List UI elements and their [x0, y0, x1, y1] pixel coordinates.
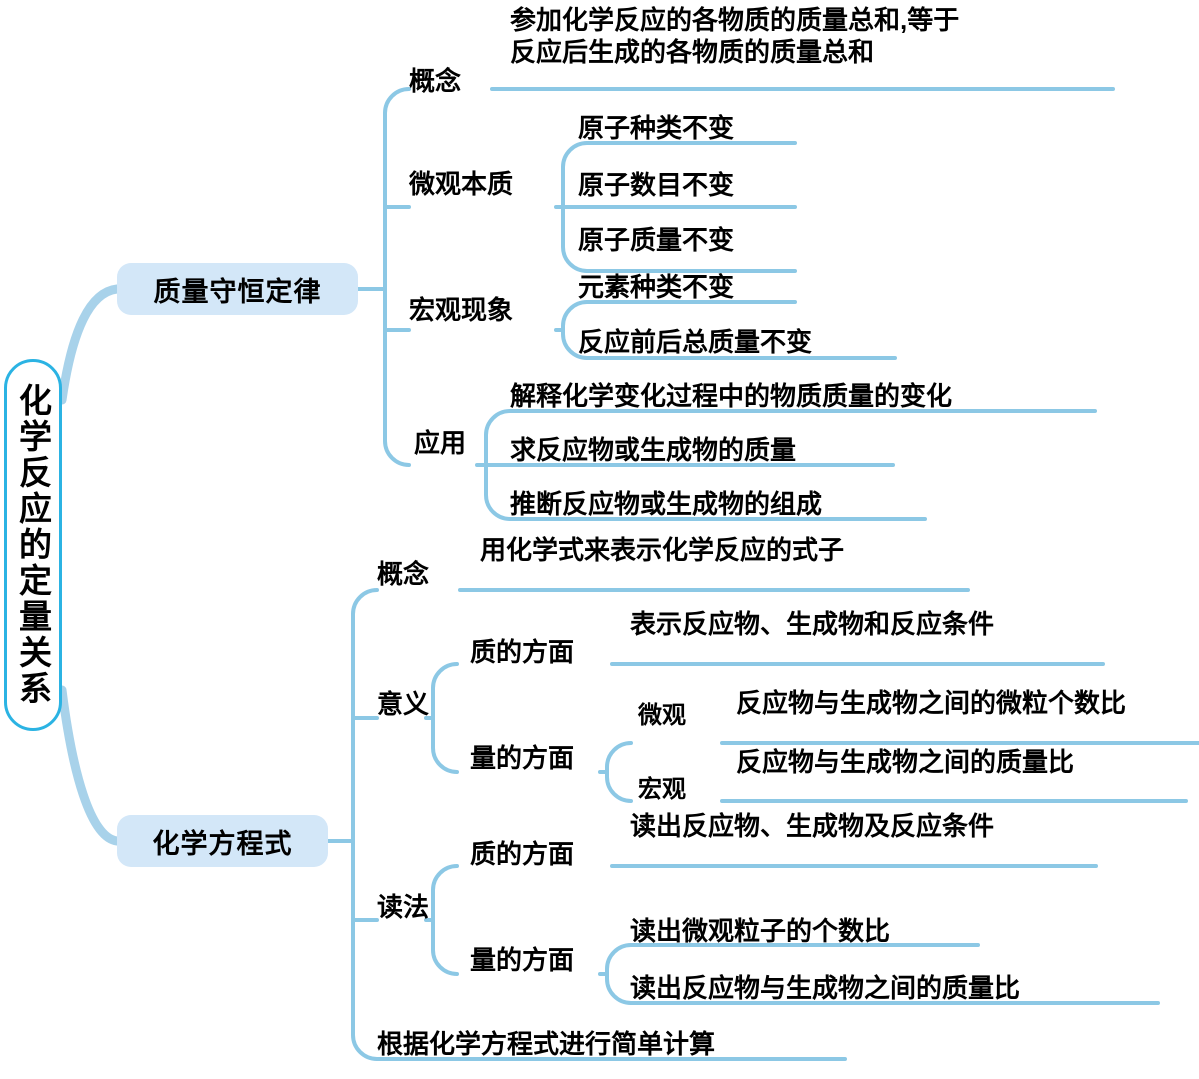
leaf-line-2: 反应后生成的各物质的质量总和	[510, 36, 875, 67]
leaf-line-1: 参加化学反应的各物质的质量总和,等于	[510, 5, 960, 35]
category-meaning[interactable]: 意义	[377, 689, 430, 719]
leaf-atom-count: 原子数目不变	[578, 170, 735, 200]
branch-label: 质量守恒定律	[153, 276, 322, 307]
leaf-element-type: 元素种类不变	[578, 272, 735, 302]
leaf-total-mass: 反应前后总质量不变	[578, 327, 813, 357]
subgroup-meaning-qualitative[interactable]: 质的方面	[470, 637, 575, 667]
category-concept-2[interactable]: 概念	[377, 559, 430, 589]
category-reading[interactable]: 读法	[377, 892, 430, 922]
leaf-find-mass: 求反应物或生成物的质量	[510, 435, 797, 465]
leaf-concept-definition: 参加化学反应的各物质的质量总和,等于 反应后生成的各物质的质量总和	[510, 5, 1110, 68]
leaf-equation-definition: 用化学式来表示化学反应的式子	[480, 535, 845, 565]
root-node[interactable]: 化学反应的定量关系	[4, 359, 62, 731]
leaf-atom-type: 原子种类不变	[578, 113, 735, 143]
leaf-show-reactants-products-conditions: 表示反应物、生成物和反应条件	[630, 609, 995, 639]
leaf-mass-ratio: 反应物与生成物之间的质量比	[736, 747, 1075, 777]
leaf-read-particle-ratio: 读出微观粒子的个数比	[630, 916, 891, 946]
aspect-micro[interactable]: 微观	[638, 702, 686, 729]
category-concept-1[interactable]: 概念	[409, 66, 462, 96]
leaf-explain-mass-change: 解释化学变化过程中的物质质量的变化	[510, 381, 953, 411]
category-application[interactable]: 应用	[414, 428, 467, 458]
leaf-atom-mass: 原子质量不变	[578, 225, 735, 255]
leaf-read-mass-ratio: 读出反应物与生成物之间的质量比	[630, 973, 1021, 1003]
category-macro-phenomenon[interactable]: 宏观现象	[409, 295, 514, 325]
category-micro-essence[interactable]: 微观本质	[409, 169, 514, 199]
root-label: 化学反应的定量关系	[14, 383, 52, 707]
leaf-particle-count-ratio: 反应物与生成物之间的微粒个数比	[736, 688, 1127, 718]
subgroup-reading-quantitative[interactable]: 量的方面	[470, 945, 575, 975]
aspect-macro[interactable]: 宏观	[638, 776, 686, 803]
leaf-read-reactants-products-conditions: 读出反应物、生成物及反应条件	[630, 811, 995, 841]
subgroup-reading-qualitative[interactable]: 质的方面	[470, 839, 575, 869]
leaf-simple-calculation: 根据化学方程式进行简单计算	[377, 1029, 716, 1059]
branch-node-mass-conservation[interactable]: 质量守恒定律	[117, 263, 358, 315]
branch-node-chemical-equation[interactable]: 化学方程式	[117, 815, 328, 867]
subgroup-meaning-quantitative[interactable]: 量的方面	[470, 743, 575, 773]
branch-label: 化学方程式	[152, 828, 293, 859]
leaf-infer-composition: 推断反应物或生成物的组成	[510, 489, 823, 519]
